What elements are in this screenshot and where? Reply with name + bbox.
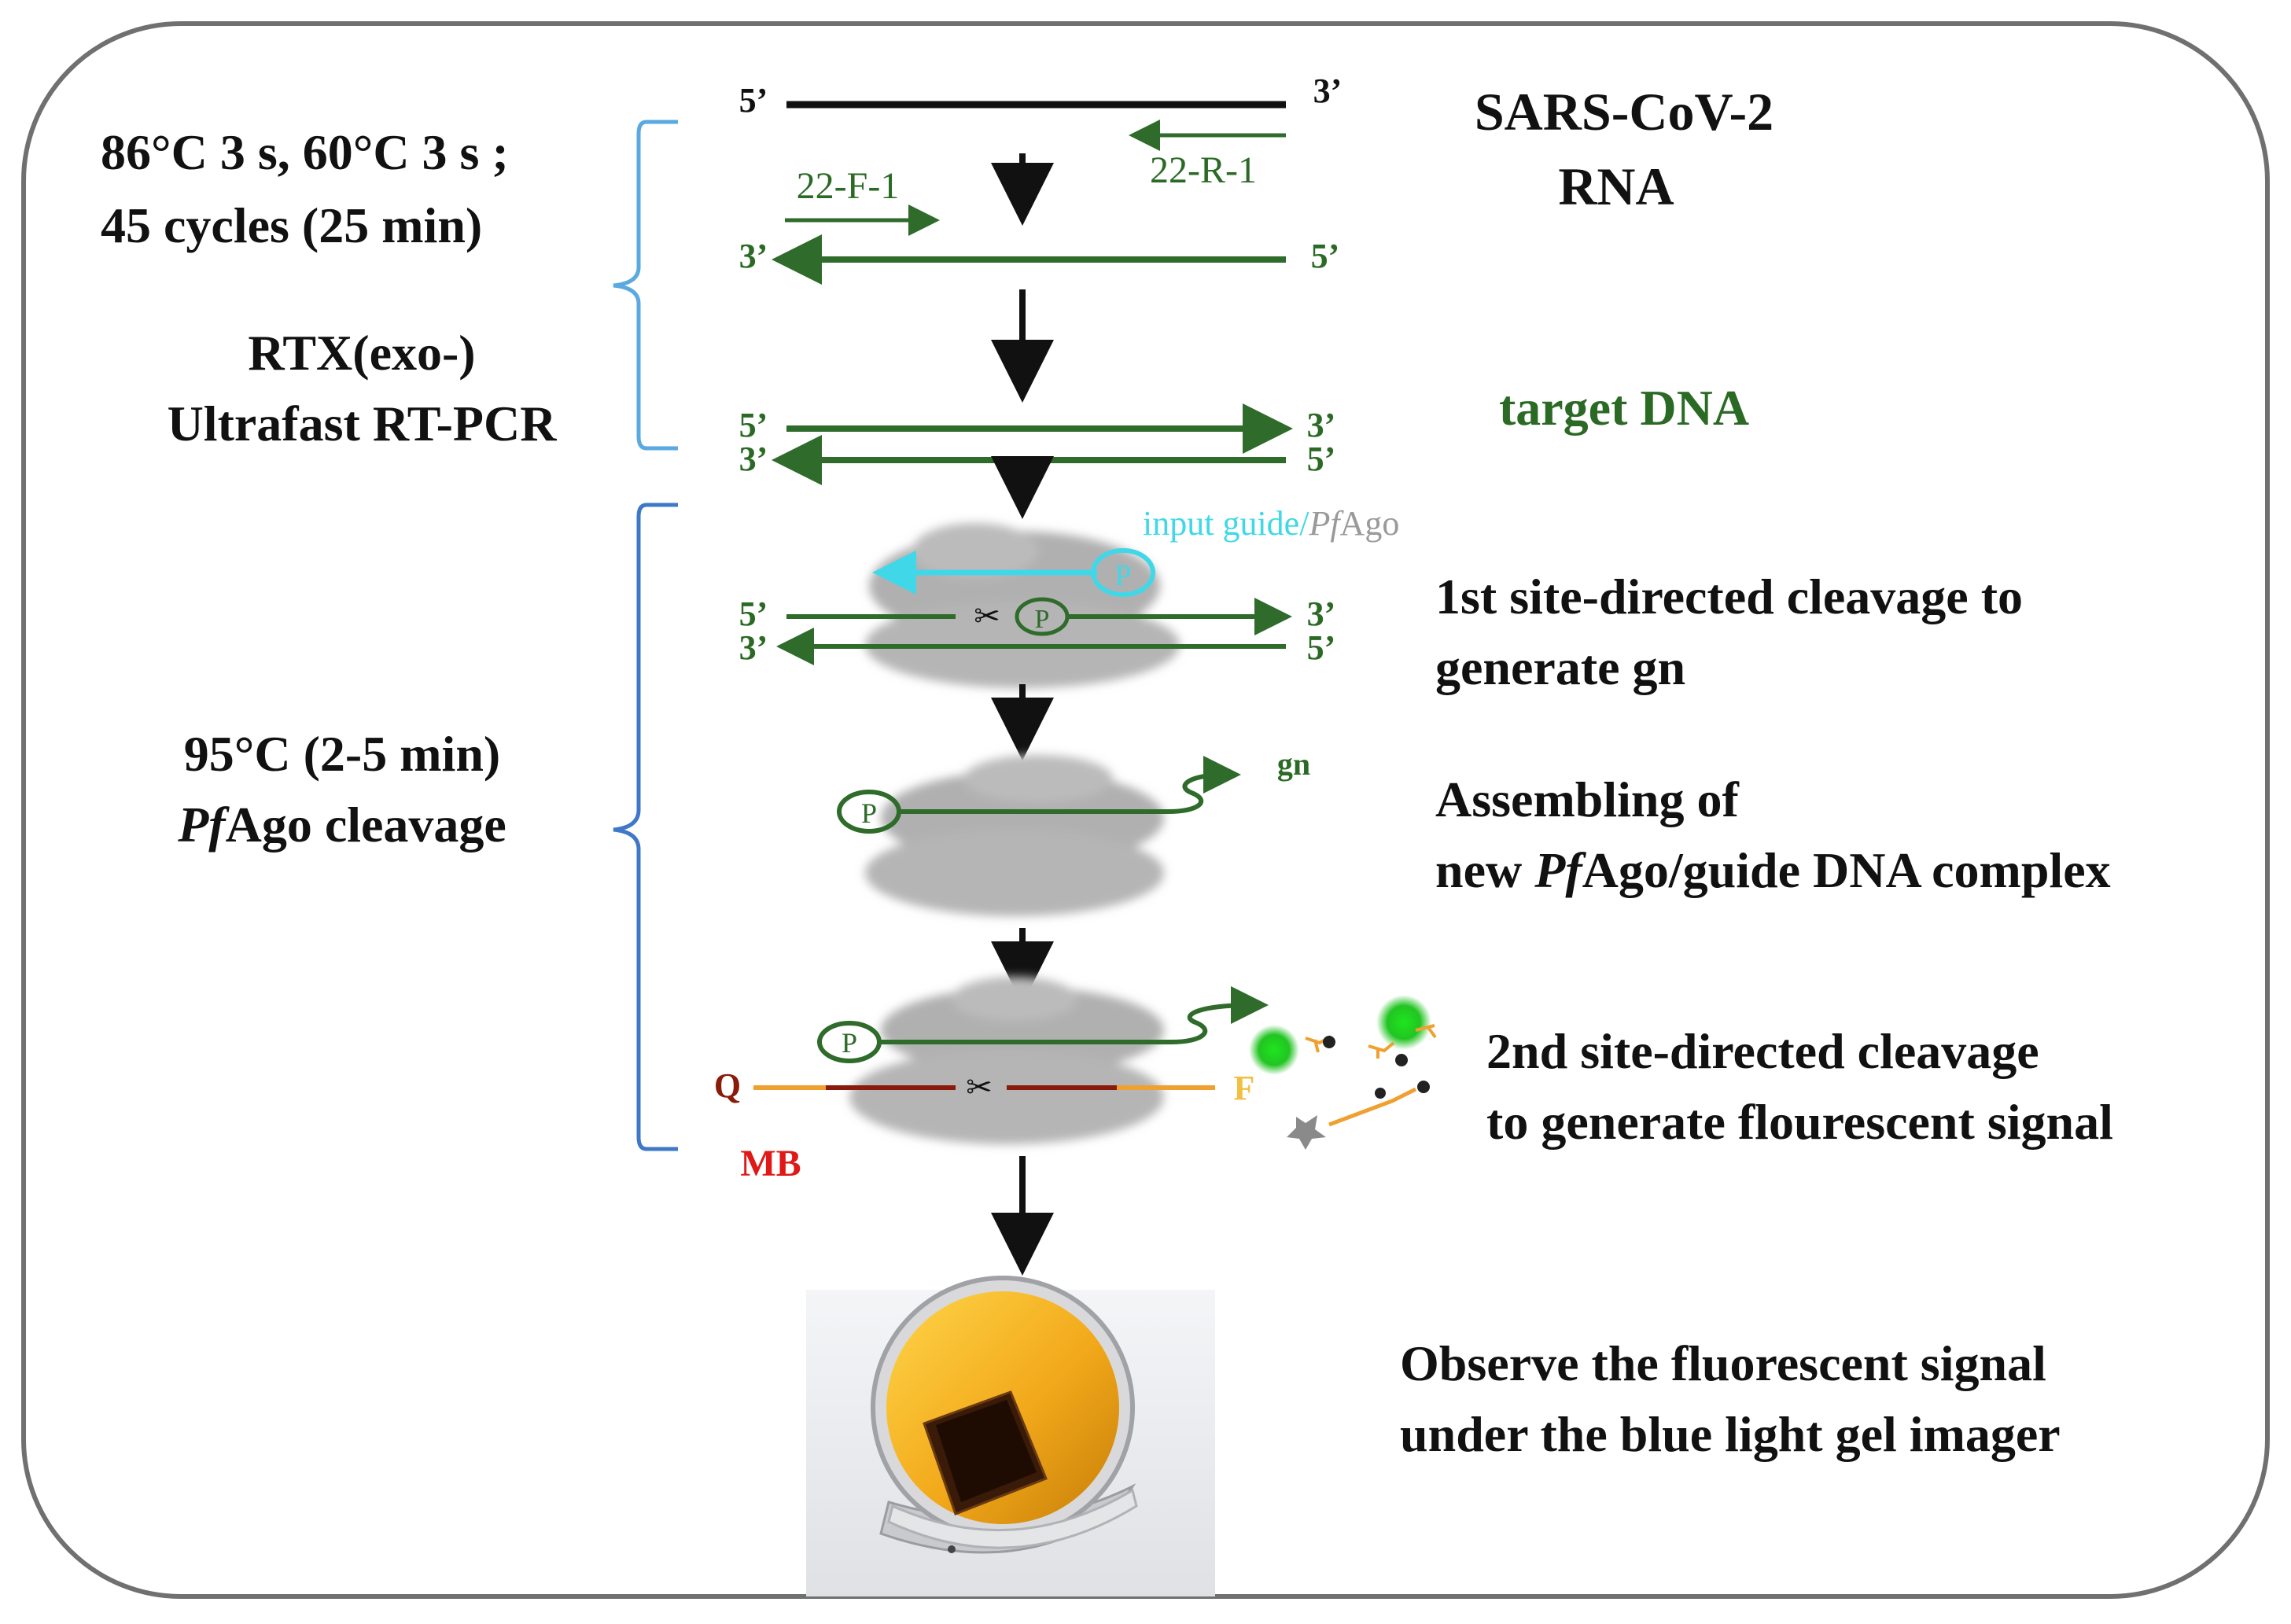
rna-3prime-label: 3’ [1313,72,1343,110]
fluor-glow-2 [1376,995,1431,1050]
cleave1-bottom-3prime: 3’ [739,628,768,667]
observe-desc-line2: under the blue light gel imager [1400,1406,2061,1462]
scissors-icon: ✂ [974,598,1000,634]
rtx-label-line2: Ultrafast RT-PCR [168,396,558,451]
rna-5prime-label: 5’ [739,81,768,120]
input-guide-phosphate [1091,548,1155,597]
input-guide-phosphate-label: P [1114,559,1131,592]
gn-phosphate-label: P [861,797,877,829]
cleave1-top-5prime: 5’ [739,595,768,633]
assemble-desc-line2: new PfAgo/guide DNA complex [1435,842,2111,898]
pfago-conditions-line2: PfAgo cleavage [177,797,506,853]
reverse-primer-label: 22-R-1 [1150,149,1257,191]
quencher-label: Q [714,1066,741,1105]
pfago-protein-3 [849,977,1164,1144]
gel-imager-photo [806,1276,1215,1596]
fluor-dot-3 [1417,1081,1430,1093]
cdna-5prime-label: 5’ [1311,237,1340,275]
mb-guide-strand [879,986,1269,1044]
rtx-label-line1: RTX(exo-) [248,325,475,381]
target-bottom-3prime: 3’ [739,440,768,478]
target-bottom-5prime: 5’ [1307,440,1336,478]
pfago-bracket [613,503,678,1151]
gn-label: gn [1277,746,1310,782]
gn-guide-strand [899,756,1241,814]
rna-title-line2: RNA [1558,157,1674,216]
cleave1-desc-line1: 1st site-directed cleavage to [1435,569,2023,624]
rt-pcr-bracket [613,120,678,451]
fluor-dot-2 [1395,1054,1408,1066]
cleave1-desc-line2: generate gn [1435,639,1685,695]
pfago-protein-1 [865,523,1180,688]
cleave1-top-3prime: 3’ [1307,595,1336,633]
target-top-5prime: 5’ [739,406,768,444]
input-guide-label: input guide/PfAgo [1143,504,1399,543]
observe-desc-line1: Observe the fluorescent signal [1400,1335,2046,1391]
pcr-conditions-line2: 45 cycles (25 min) [101,197,482,253]
fluorescent-fragments [1249,995,1437,1150]
pcr-conditions-line1: 86°C 3 s, 60°C 3 s ; [101,124,509,180]
mb-guide-phosphate-label: P [842,1027,857,1059]
cleave2-desc-line1: 2nd site-directed cleavage [1486,1023,2039,1079]
pfago-conditions-line1: 95°C (2-5 min) [184,726,500,782]
fluor-glow-1 [1249,1025,1299,1075]
target-top-3prime: 3’ [1307,406,1336,444]
fluorophore-label: F [1234,1069,1255,1107]
cleave1-phosphate-label: P [1035,605,1050,634]
pfago-protein-2 [865,755,1164,916]
target-dna-label: target DNA [1499,380,1749,436]
quenched-star [1287,1115,1326,1150]
mb-label: MB [740,1143,801,1184]
assemble-desc-line1: Assembling of [1435,771,1740,827]
fluor-dot-1 [1323,1036,1335,1048]
cdna-3prime-label: 3’ [739,237,768,275]
rna-title-line1: SARS-CoV-2 [1475,82,1773,142]
cleave2-desc-line2: to generate flourescent signal [1486,1094,2113,1150]
scissors-icon-2: ✂ [966,1070,993,1105]
forward-primer-label: 22-F-1 [797,165,900,207]
cleave1-bottom-5prime: 5’ [1307,628,1336,667]
